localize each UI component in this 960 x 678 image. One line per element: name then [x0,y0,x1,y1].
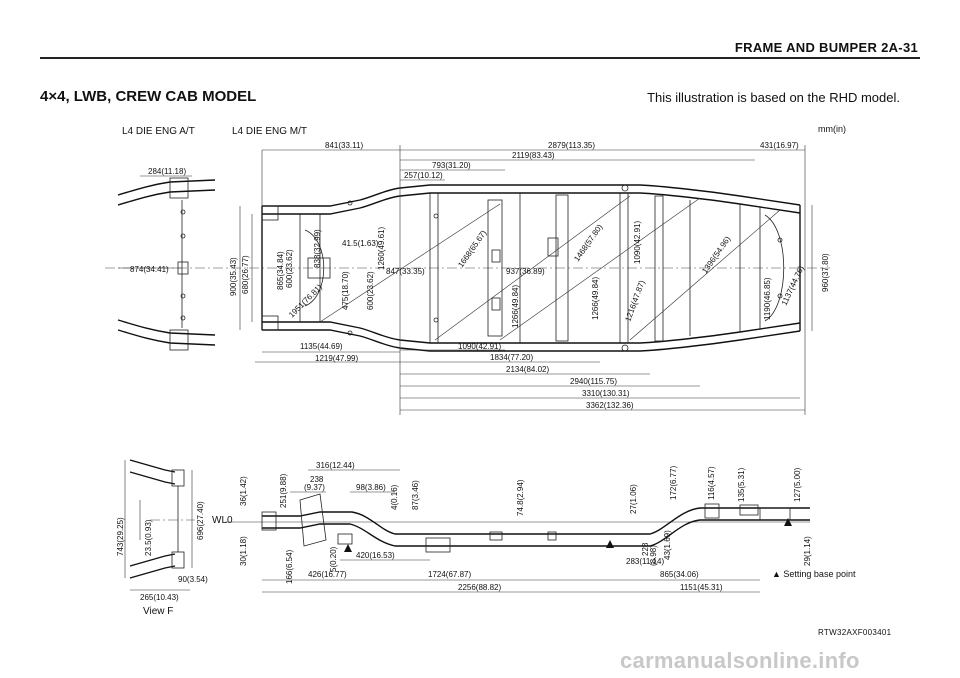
dim-90: 90(3.54) [178,575,208,584]
label-at: L4 DIE ENG A/T [122,126,195,137]
dim-238b: (9.37) [304,483,325,492]
dim-238a: 238 [310,475,324,484]
dim-1260: 1260(49.61) [377,227,386,270]
dim-1135: 1135(44.69) [300,342,343,351]
dim-874: 874(34.41) [130,265,169,274]
dim-257: 257(10.12) [404,171,443,180]
dim-41: 41.5(1.63) [342,239,379,248]
setting-point-rear [784,518,792,526]
dim-5: 5(0.20) [329,546,338,572]
dim-865b: 865(34.06) [660,570,699,579]
dim-87: 87(3.46) [411,480,420,510]
dim-431: 431(16.97) [760,141,799,150]
dim-1266b: 1266(49.84) [591,277,600,320]
setting-point-front [344,544,352,552]
dim-2119: 2119(83.43) [512,151,555,160]
dim-127: 127(5.00) [793,467,802,502]
dim-3362: 3362(132.36) [586,401,634,410]
dim-793: 793(31.20) [432,161,471,170]
dim-172: 172(6.77) [669,465,678,500]
dim-748: 74.8(2.94) [516,479,525,516]
wl0-label: WL0 [212,515,233,526]
watermark-footer: carmanualsonline.info [620,648,860,673]
dim-2879: 2879(113.35) [548,141,595,150]
dim-838: 838(32.99) [313,229,322,268]
dim-1216: 1216(47.87) [623,279,646,323]
page-header: FRAME AND BUMPER 2A-31 [0,0,960,60]
dim-36: 36(1.42) [239,476,248,506]
dim-166: 166(6.54) [285,549,294,584]
dim-600b: 600(23.62) [366,271,375,310]
dim-265: 265(10.43) [140,593,179,602]
dim-30: 30(1.18) [239,536,248,566]
dim-1834: 1834(77.20) [490,353,533,362]
section-title: FRAME AND BUMPER 2A-31 [734,40,918,55]
dim-98: 98(3.86) [356,483,386,492]
dim-251: 251(9.88) [279,473,288,508]
dim-426: 426(16.77) [308,570,347,579]
setting-point-mid [606,540,614,548]
dim-2940: 2940(115.75) [570,377,617,386]
dim-1396: 1396(54.96) [700,234,732,275]
dim-283: 283(11.14) [626,557,664,566]
dim-1266a: 1266(49.84) [511,285,520,328]
dim-228a: 228 [641,542,650,556]
dim-4: 4(0.16) [390,484,399,510]
main-frame-plan [261,184,801,352]
dim-960: 960(37.80) [821,253,830,292]
side-dim-labels: 316(12.44) 238 (9.37) 98(3.86) 36(1.42) … [239,461,812,592]
dim-1190: 1190(46.85) [763,277,772,320]
dim-116: 116(4.57) [707,466,716,500]
view-label: View F [143,606,174,617]
dim-865: 865(34.84) [276,251,285,290]
model-title: 4×4, LWB, CREW CAB MODEL [40,88,257,105]
header-rule [40,57,920,59]
figure-code: RTW32AXF003401 [818,628,892,637]
dim-420: 420(16.53) [356,551,395,560]
dim-3310: 3310(130.31) [582,389,630,398]
setting-base-point-label: ▲ Setting base point [772,569,856,579]
dim-27: 27(1.06) [629,484,638,514]
dim-937: 937(36.89) [506,267,545,276]
dim-2256: 2256(88.82) [458,583,501,592]
dim-696: 696(27.40) [196,501,205,540]
rhd-note: This illustration is based on the RHD mo… [647,90,900,105]
dim-284: 284(11.18) [148,167,186,176]
dim-680: 680(26.77) [241,255,250,294]
top-dim-lines [118,145,813,415]
dim-316: 316(12.44) [316,461,355,470]
dim-1090h: 1090(42.91) [458,342,501,351]
label-mt: L4 DIE ENG M/T [232,126,308,137]
top-view: 841(33.11) 2879(113.35) 431(16.97) 2119(… [105,141,830,415]
dim-1668: 1668(65.67) [456,228,488,269]
dim-23: 23.5(0.93) [144,519,153,556]
dim-1468: 1468(57.80) [572,222,604,263]
dim-29: 29(1.14) [803,536,812,566]
dim-1090v: 1090(42.91) [633,221,642,264]
dim-1219: 1219(47.99) [315,354,358,363]
dim-135: 135(5.31) [737,467,746,502]
dim-1724: 1724(67.87) [428,570,471,579]
view-f: 743(29.25) 23.5(0.93) 696(27.40) 90(3.54… [116,459,208,602]
dim-43: 43(1.69) [663,530,672,560]
dim-841: 841(33.11) [325,141,363,150]
top-dim-labels: 841(33.11) 2879(113.35) 431(16.97) 2119(… [130,141,830,410]
dim-900: 900(35.43) [229,257,238,296]
dim-228b: (8.98) [649,545,658,566]
dim-743: 743(29.25) [116,517,125,556]
dim-847: 847(33.35) [386,267,425,276]
at-inset [117,177,216,351]
dim-1151: 1151(45.31) [680,583,723,592]
units-label: mm(in) [818,124,846,134]
dim-475: 475(18.70) [341,271,350,310]
side-view: 316(12.44) 238 (9.37) 98(3.86) 36(1.42) … [225,461,812,593]
dim-600a: 600(23.62) [285,249,294,288]
dim-2134: 2134(84.02) [506,365,549,374]
